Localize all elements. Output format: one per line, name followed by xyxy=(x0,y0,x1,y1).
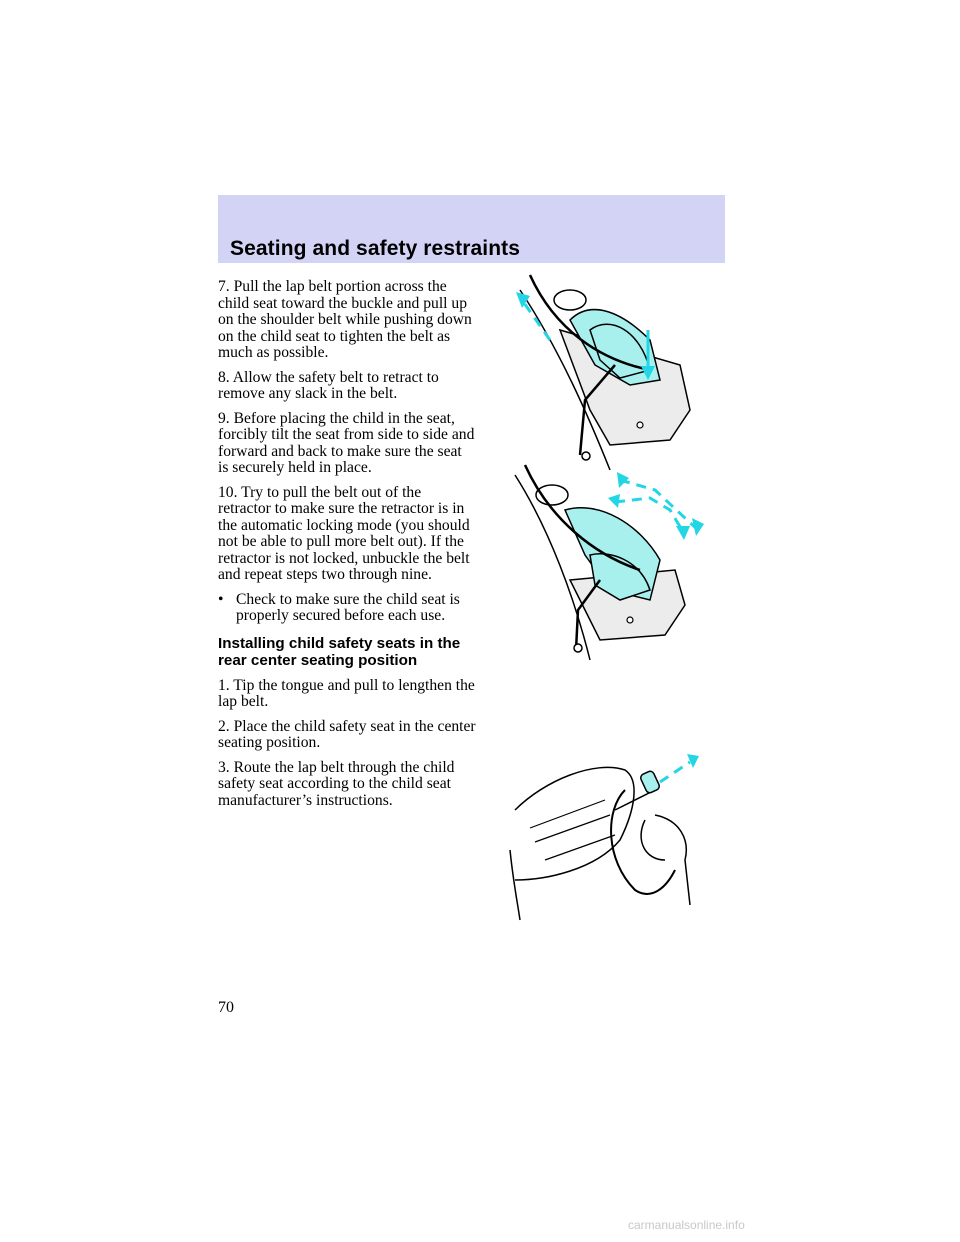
step-8: 8. Allow the safety belt to retract to r… xyxy=(218,368,439,402)
step-2: 2. Place the child safety seat in the ce… xyxy=(218,717,476,751)
page-number: 70 xyxy=(218,999,234,1016)
step-3: 3. Route the lap belt through the child … xyxy=(218,758,455,809)
header-band xyxy=(218,195,725,263)
belt-tongue-illustration xyxy=(509,754,699,921)
footer-watermark: carmanualsonline.info xyxy=(628,1218,745,1232)
subheading: Installing child safety seats in the rea… xyxy=(218,634,461,670)
bullet-icon: • xyxy=(218,590,224,608)
child-seat-tighten-illustration xyxy=(516,274,691,471)
step-1: 1. Tip the tongue and pull to lengthen t… xyxy=(218,676,475,710)
bullet-text: Check to make sure the child seat is pro… xyxy=(236,590,460,624)
step-10: 10. Try to pull the belt out of the retr… xyxy=(218,483,470,583)
bullet-item: • Check to make sure the child seat is p… xyxy=(218,590,476,625)
text-column: 7. Pull the lap belt portion across the … xyxy=(218,278,476,817)
section-title: Seating and safety restraints xyxy=(230,237,520,260)
child-seat-tilt-illustration xyxy=(514,464,704,661)
step-9: 9. Before placing the child in the seat,… xyxy=(218,409,475,476)
step-7: 7. Pull the lap belt portion across the … xyxy=(218,278,472,361)
